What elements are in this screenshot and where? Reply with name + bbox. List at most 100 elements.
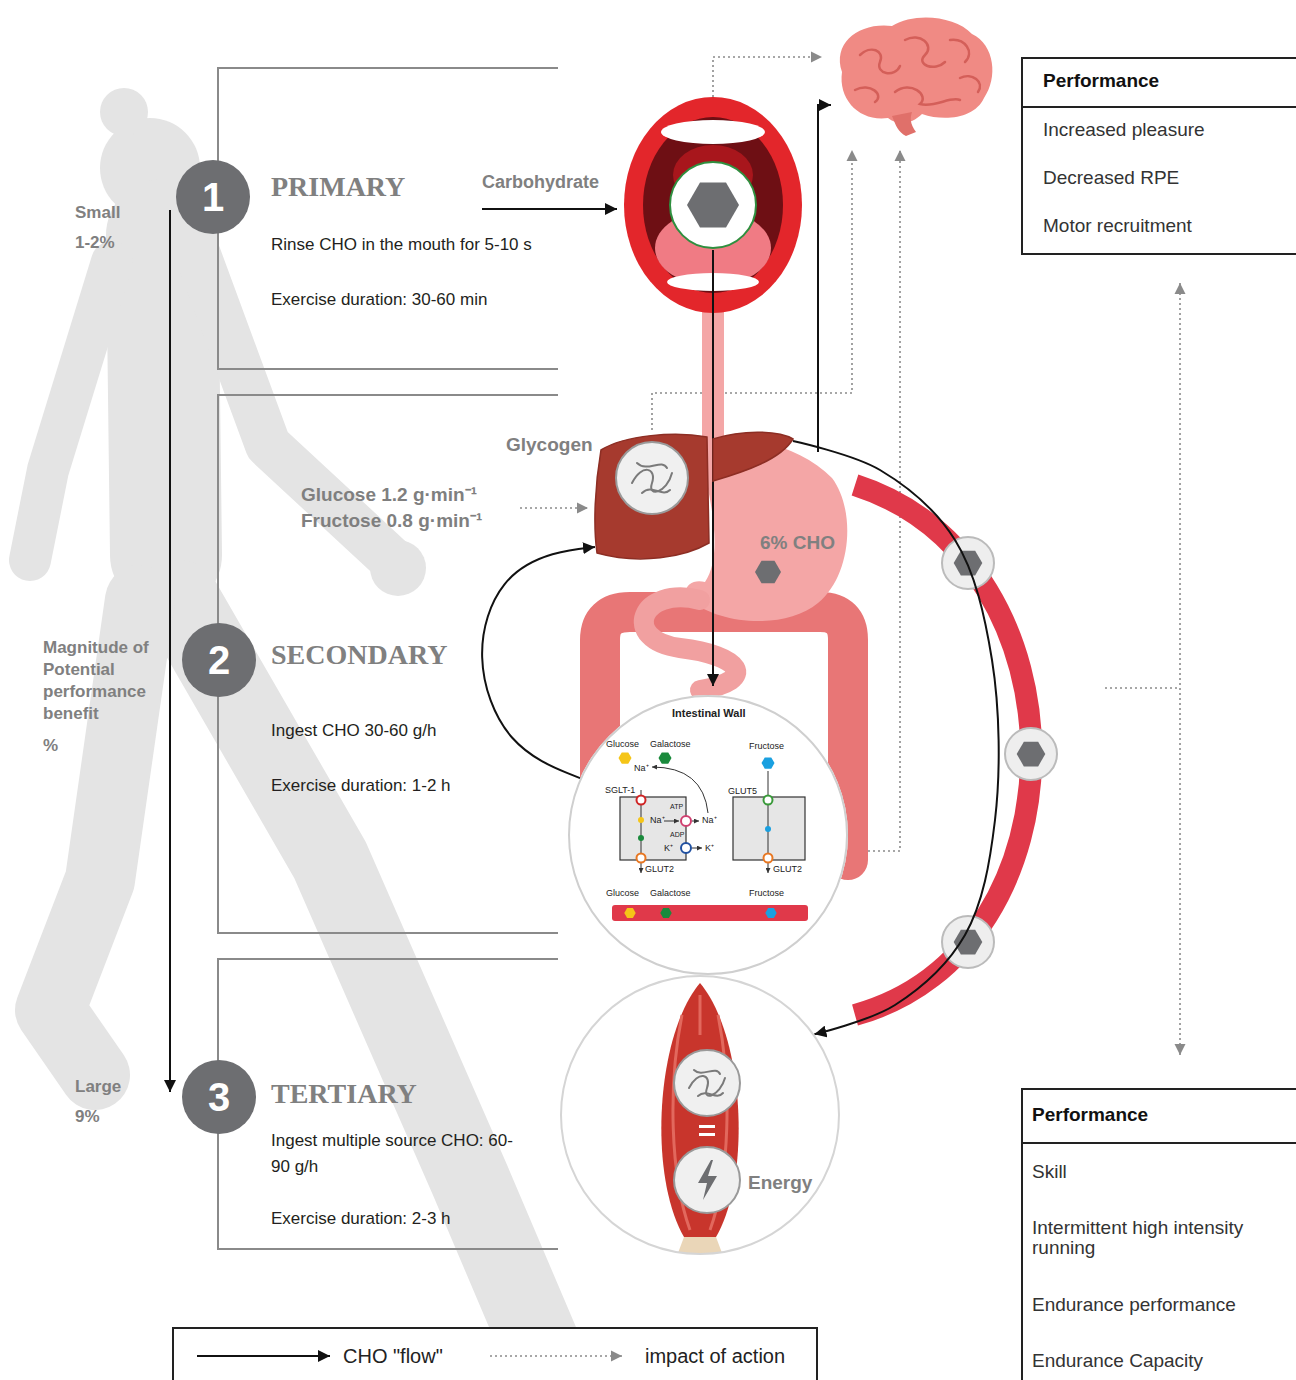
muscle-illustration (689, 1076, 725, 1096)
blood-stream (942, 916, 994, 968)
performance-item: Skill (1032, 1161, 1067, 1184)
scale-label: Large (75, 1077, 121, 1097)
step-number: 2 (182, 636, 256, 684)
transport-label: GLUT5 (728, 786, 757, 797)
muscle-illustration (678, 1237, 722, 1253)
step-number: 3 (182, 1073, 256, 1121)
digestive-tract (644, 597, 736, 690)
digestive-tract (686, 438, 847, 621)
transport-label: SGLT-1 (605, 785, 635, 796)
intestinal-wall-illustration (664, 821, 679, 822)
absorption-rate: Glucose 1.2 g·min⁻¹ (301, 484, 477, 507)
muscle-circle-shape (560, 975, 840, 1255)
step-number-circle: 3 (182, 1060, 256, 1134)
transport-label: GLUT2 (773, 864, 802, 875)
scale-value: 1-2% (75, 233, 115, 253)
muscle-illustration (699, 1125, 715, 1128)
muscle-illustration (689, 1070, 725, 1096)
muscle-illustration (698, 1093, 723, 1096)
transport-label: GLUT2 (645, 864, 674, 875)
performance-box: PerformanceIncreased pleasureDecreased R… (1021, 57, 1296, 255)
mouth (670, 162, 756, 248)
intestinal-wall-illustration (620, 797, 686, 860)
step-instruction: Exercise duration: 1-2 h (271, 776, 451, 796)
muscle-illustration (674, 1050, 740, 1116)
brain (855, 38, 980, 105)
step-instruction: Exercise duration: 30-60 min (271, 290, 487, 310)
intestinal-wall-illustration (681, 816, 691, 826)
performance-item: Endurance Capacity (1032, 1350, 1203, 1373)
brain (855, 87, 878, 102)
circle-outline (182, 1060, 256, 1134)
legend-box (173, 1328, 817, 1380)
muscle-illustration (674, 1147, 740, 1213)
legend-box (490, 1355, 622, 1357)
liver (713, 432, 793, 481)
circle-outline (176, 160, 250, 234)
circle-outline (561, 976, 839, 1254)
scale-value: 9% (75, 1107, 100, 1127)
transport-label: Glucose (606, 888, 639, 899)
transport-label: Na⁺ (702, 815, 717, 826)
circle-outline (182, 623, 256, 697)
brain (860, 50, 900, 74)
step-panel: TERTIARYIngest multiple source CHO: 60-9… (217, 958, 558, 1250)
intestinal-wall-illustration (637, 854, 646, 863)
mouth (687, 183, 739, 228)
transport-label: Na⁺ (634, 763, 649, 774)
absorption-rate: Fructose 0.8 g·min⁻¹ (301, 510, 482, 533)
scale-title: Magnitude of Potential performance benef… (43, 637, 155, 725)
performance-item: Decreased RPE (1043, 167, 1179, 190)
legend-box (197, 1355, 330, 1357)
liver (616, 442, 688, 514)
transport-label: Fructose (749, 741, 784, 752)
mouth (661, 120, 765, 144)
transport-label: Fructose (749, 888, 784, 899)
intestinal-wall-illustration (638, 817, 644, 823)
liver (632, 463, 672, 493)
transport-label: Glucose (606, 739, 639, 750)
performance-box: PerformanceSkillIntermittent high intens… (1021, 1088, 1296, 1380)
performance-heading: Performance (1032, 1104, 1148, 1127)
intake-label: Carbohydrate (482, 172, 599, 194)
intestinal-wall-illustration (681, 843, 691, 853)
liver-outline (713, 432, 793, 481)
intestinal-wall-illustration (659, 752, 672, 763)
organ-label: Energy (748, 1172, 812, 1195)
organ-label: Glycogen (506, 434, 593, 457)
drink-concentration: 6% CHO (760, 532, 835, 555)
liver (637, 463, 667, 468)
runner-silhouette (30, 88, 555, 1380)
intestinal-wall-illustration (764, 796, 773, 805)
transport-label: Galactose (650, 739, 691, 750)
runner-silhouette (100, 88, 148, 136)
transport-label: Galactose (650, 888, 691, 899)
intestinal-wall-illustration (612, 905, 808, 921)
muscle-illustration (694, 1070, 720, 1074)
intestinal-wall-illustration (637, 796, 646, 805)
intestinal-wall-illustration (733, 797, 805, 860)
intestinal-wall-illustration (660, 908, 671, 918)
step-heading: TERTIARY (271, 1077, 417, 1111)
intestinal-wall-illustration (568, 695, 848, 975)
transport-label: K⁺ (664, 843, 673, 854)
runner-silhouette (370, 540, 426, 596)
intestinal-wall-illustration (765, 826, 771, 832)
liver (632, 470, 672, 492)
muscle-illustration (560, 975, 840, 1255)
blood-stream (855, 485, 1057, 1015)
legend-box (173, 1328, 817, 1380)
runner-silhouette (162, 235, 166, 555)
step-instruction: Exercise duration: 2-3 h (271, 1209, 451, 1229)
impact-lines (520, 507, 588, 509)
step-number-circle: 1 (176, 160, 250, 234)
intestinal-wall-illustration (762, 757, 775, 768)
brain (905, 38, 945, 67)
impact-arrow (1179, 283, 1181, 1055)
brain (950, 40, 969, 62)
brain (840, 18, 993, 136)
performance-heading: Performance (1043, 70, 1159, 93)
intestinal-wall-illustration (638, 835, 644, 841)
intestinal-wall-illustration (765, 908, 776, 918)
blood-stream (1005, 728, 1057, 780)
